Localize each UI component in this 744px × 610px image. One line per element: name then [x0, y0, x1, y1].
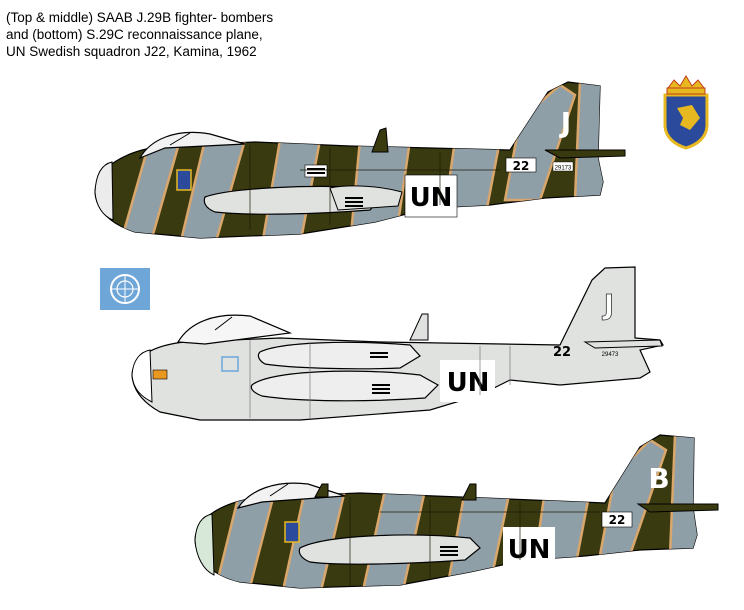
fin-letter: J [559, 106, 571, 139]
un-panel [440, 360, 495, 402]
aircraft-bottom: UN B 22 [194, 434, 719, 589]
code-number: 22 [609, 513, 626, 527]
panel-outline [221, 356, 239, 372]
caption-line-3: UN Swedish squadron J22, Kamina, 1962 [6, 44, 257, 59]
aircraft-middle: UN J 22 29473 [131, 266, 664, 421]
nose-crest-icon [176, 169, 192, 191]
caption-line-1: (Top & middle) SAAB J.29B fighter- bombe… [6, 10, 274, 25]
un-panel [404, 174, 458, 218]
caption: (Top & middle) SAAB J.29B fighter- bombe… [6, 9, 273, 60]
nose-crest-icon [284, 521, 300, 543]
nose-marking [152, 369, 168, 380]
un-marking: UN [447, 368, 490, 398]
code-number: 22 [553, 345, 571, 360]
serial-number: 29473 [602, 352, 619, 358]
fin-letter: J [602, 288, 614, 321]
serial-number: 29173 [555, 166, 572, 172]
fin-letter: B [648, 462, 669, 495]
un-emblem-icon [100, 268, 150, 310]
tank-markings [345, 197, 363, 207]
un-panel [503, 527, 555, 569]
un-marking: UN [410, 183, 453, 213]
aircraft-top: UN J 22 29173 [94, 81, 626, 239]
swedish-crest-icon [663, 75, 709, 150]
code-number: 22 [513, 159, 530, 173]
un-marking: UN [508, 535, 551, 565]
caption-line-2: and (bottom) S.29C reconnaissance plane, [6, 27, 263, 42]
